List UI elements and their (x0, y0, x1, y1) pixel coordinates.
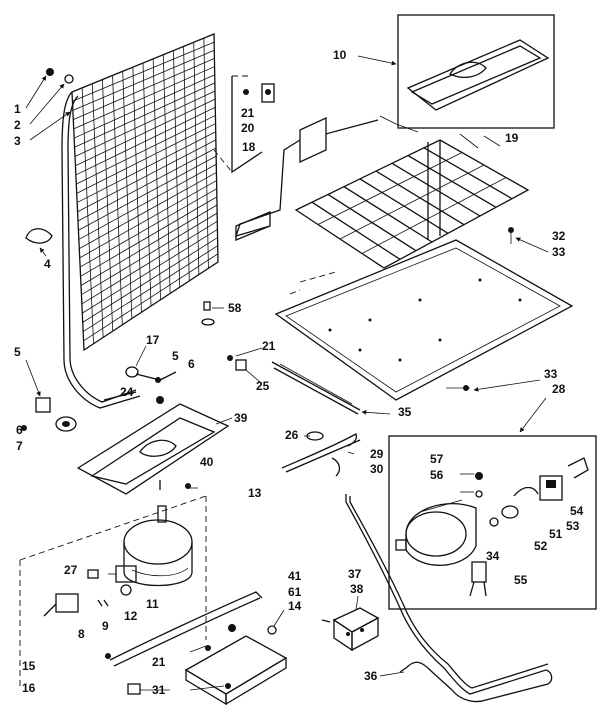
callout-32: 32 (552, 229, 566, 243)
callout-28: 28 (552, 382, 566, 396)
clamp-parts-5-6-7 (21, 359, 77, 432)
callout-30: 30 (370, 462, 384, 476)
callout-4: 4 (44, 257, 51, 271)
drain-pan-39 (76, 396, 233, 495)
callout-41: 41 (288, 569, 302, 583)
callout-1: 1 (14, 102, 21, 116)
callout-31: 31 (152, 683, 166, 697)
callout-25: 25 (256, 379, 270, 393)
callout-51: 51 (549, 527, 563, 541)
cap-tube-parts-17 (103, 345, 177, 401)
callout-24: 24 (120, 385, 134, 399)
callout-7: 7 (16, 439, 23, 453)
callout-52: 52 (534, 539, 548, 553)
discharge-tube-36 (345, 494, 553, 703)
callout-26: 26 (285, 428, 299, 442)
callout-8: 8 (78, 627, 85, 641)
callout-14: 14 (288, 599, 302, 613)
callout-13: 13 (248, 486, 262, 500)
compressor-assembly (19, 480, 207, 690)
callout-21-upper: 21 (241, 106, 255, 120)
callout-21-lower: 21 (152, 655, 166, 669)
callout-27: 27 (64, 563, 78, 577)
condenser-tubes-41-61 (105, 591, 288, 706)
callout-9: 9 (102, 619, 109, 633)
callout-10: 10 (333, 48, 347, 62)
callout-37: 37 (348, 567, 362, 581)
callout-12: 12 (124, 609, 138, 623)
callout-18: 18 (242, 140, 256, 154)
ice-tray-box-10 (357, 14, 555, 129)
callout-15: 15 (22, 659, 36, 673)
callout-36: 36 (364, 669, 378, 683)
callout-16: 16 (22, 681, 36, 695)
callout-57: 57 (430, 452, 444, 466)
drain-pan-cover (274, 239, 574, 401)
callout-21-mid: 21 (262, 339, 276, 353)
callout-20: 20 (241, 121, 255, 135)
screw-parts-1-2 (25, 68, 74, 141)
callout-6-mid: 6 (188, 357, 195, 371)
callout-33-lower: 33 (544, 367, 558, 381)
callout-38: 38 (350, 582, 364, 596)
callout-5-mid: 5 (172, 349, 179, 363)
callout-29: 29 (370, 447, 384, 461)
defrost-bracket-18 (231, 75, 379, 241)
callout-55: 55 (514, 573, 528, 587)
drain-tube-26-29-30 (281, 431, 361, 477)
heater-35-25 (227, 347, 391, 415)
callout-53: 53 (566, 519, 580, 533)
callout-54: 54 (570, 504, 584, 518)
clip-part-4 (25, 228, 53, 257)
callout-61: 61 (288, 585, 302, 599)
callout-33-upper: 33 (552, 245, 566, 259)
callout-35: 35 (398, 405, 412, 419)
callout-17: 17 (146, 333, 160, 347)
callout-19: 19 (505, 131, 519, 145)
callout-2: 2 (14, 118, 21, 132)
condenser-coil (61, 33, 233, 409)
compressor-detail-28 (388, 397, 597, 610)
callout-3: 3 (14, 134, 21, 148)
callout-58: 58 (228, 301, 242, 315)
callout-34: 34 (486, 549, 500, 563)
relay-36-37-38 (321, 595, 380, 652)
bolt-part-58 (201, 301, 224, 326)
callout-39: 39 (234, 411, 248, 425)
callout-56: 56 (430, 468, 444, 482)
evaporator-32 (294, 115, 549, 269)
callout-5-left: 5 (14, 345, 21, 359)
callout-6-left: 6 (16, 423, 23, 437)
callout-40: 40 (200, 455, 214, 469)
callout-11: 11 (146, 597, 159, 611)
